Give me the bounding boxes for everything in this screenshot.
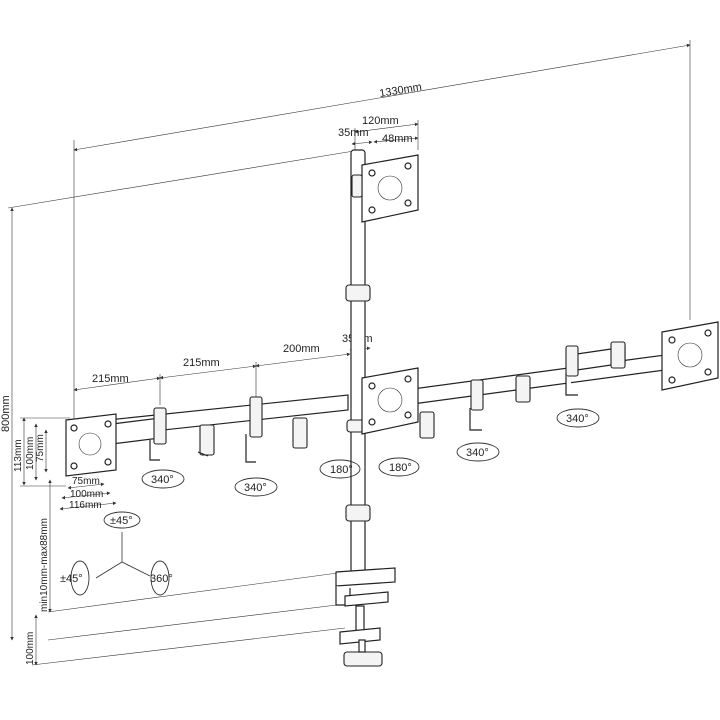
rotation-indicators: 340° 340° 180° 180° 340° 340° [141, 408, 600, 497]
base-100-label: 100mm [25, 632, 36, 665]
desk-clamp [335, 567, 396, 667]
vesa-75h-label: 75mm [72, 476, 100, 487]
vesa-100h-label: 100mm [70, 489, 103, 500]
rotation-340-d: 340° [566, 413, 589, 425]
rotation-180-b: 180° [389, 462, 412, 474]
overall-width-label: 1330mm [379, 81, 423, 100]
segment-200-label: 200mm [283, 343, 320, 355]
rotation-340-b: 340° [244, 482, 267, 494]
top-vesa-plate [351, 154, 419, 223]
vesa-116-label: 116mm [69, 500, 102, 511]
vesa-75v-label: 75mm [35, 434, 46, 462]
left-vesa-plate [65, 413, 117, 477]
tilt-top-label: ±45° [110, 515, 133, 527]
plate-width-label: 120mm [362, 115, 399, 127]
segment-215-a-label: 215mm [92, 373, 129, 385]
clamp-dimensions: min10mm-max88mm 100mm [25, 479, 346, 666]
right-vesa-plate [661, 321, 719, 391]
clamp-range-label: min10mm-max88mm [39, 518, 50, 612]
vesa-dimensions: 113mm 100mm 75mm 75mm 100mm 116mm [13, 417, 117, 511]
height-label: 800mm [0, 395, 12, 432]
height-dimension: 800mm [0, 149, 361, 641]
arm-48-label: 48mm [382, 133, 413, 145]
rotation-340-c: 340° [466, 447, 489, 459]
vesa-100v-label: 100mm [25, 437, 36, 470]
tilt-swivel-symbol: ±45° ±45° 360° [60, 511, 173, 596]
left-arm [107, 394, 349, 463]
rotation-180-a: 180° [330, 464, 353, 476]
segment-215-b-label: 215mm [183, 357, 220, 369]
center-pole [345, 149, 371, 576]
tilt-left-label: ±45° [60, 573, 83, 585]
right-arm [367, 341, 666, 439]
vesa-113-label: 113mm [13, 439, 24, 472]
center-vesa-plate [361, 367, 419, 435]
top-plate-dimensions: 120mm 35mm 48mm [338, 115, 419, 160]
swivel-right-label: 360° [150, 573, 173, 585]
rotation-340-a: 340° [151, 474, 174, 486]
arm-35-top-label: 35mm [338, 127, 369, 139]
